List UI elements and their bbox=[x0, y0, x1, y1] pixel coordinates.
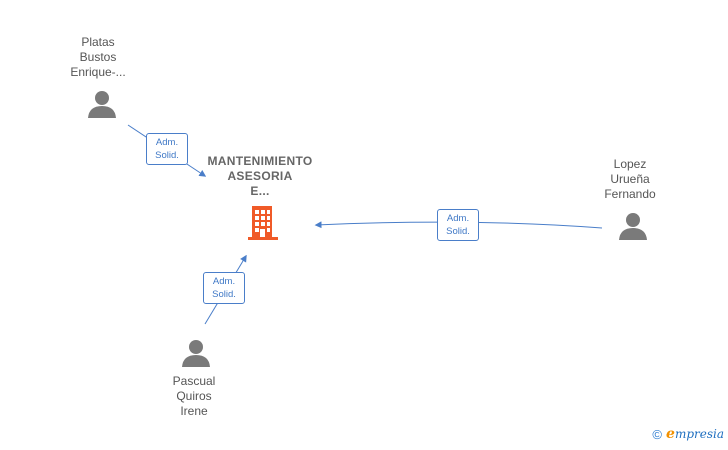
person-name-pascual[interactable]: Pascual Quiros Irene bbox=[134, 374, 254, 419]
relation-label-line: Solid. bbox=[446, 226, 470, 237]
person-name-line: Quiros bbox=[176, 389, 212, 403]
brand-logo: © empresia bbox=[652, 426, 724, 442]
person-name-platas[interactable]: Platas Bustos Enrique-... bbox=[38, 35, 158, 80]
copyright-symbol: © bbox=[652, 426, 663, 442]
company-name-line-3: E... bbox=[250, 184, 270, 198]
building-icon[interactable] bbox=[246, 204, 280, 240]
company-name-line-2: ASESORIA bbox=[227, 169, 293, 183]
company-name-line-1: MANTENIMIENTO bbox=[207, 154, 313, 168]
person-icon[interactable] bbox=[181, 339, 211, 367]
logo-text: mpresia bbox=[674, 427, 724, 441]
relation-badge-platas[interactable]: Adm. Solid. bbox=[146, 133, 188, 165]
person-name-line: Bustos bbox=[79, 50, 117, 64]
person-icon[interactable] bbox=[618, 212, 648, 240]
relation-label-line: Solid. bbox=[155, 150, 179, 161]
person-name-line: Pascual bbox=[172, 374, 216, 388]
person-name-lopez[interactable]: Lopez Urueña Fernando bbox=[570, 157, 690, 202]
person-name-line: Lopez bbox=[613, 157, 647, 171]
person-name-line: Irene bbox=[180, 404, 208, 418]
person-name-line: Urueña bbox=[610, 172, 650, 186]
relation-badge-lopez[interactable]: Adm. Solid. bbox=[437, 209, 479, 241]
company-name[interactable]: MANTENIMIENTO ASESORIA E... bbox=[190, 154, 330, 199]
person-icon[interactable] bbox=[87, 90, 117, 118]
logo-initial: e bbox=[666, 426, 675, 442]
relation-label-line: Adm. bbox=[155, 137, 179, 148]
relation-label-line: Adm. bbox=[446, 213, 470, 224]
relation-label-line: Adm. bbox=[212, 276, 236, 287]
person-name-line: Fernando bbox=[604, 187, 656, 201]
person-name-line: Enrique-... bbox=[70, 65, 126, 79]
relation-badge-pascual[interactable]: Adm. Solid. bbox=[203, 272, 245, 304]
relation-label-line: Solid. bbox=[212, 289, 236, 300]
person-name-line: Platas bbox=[81, 35, 115, 49]
